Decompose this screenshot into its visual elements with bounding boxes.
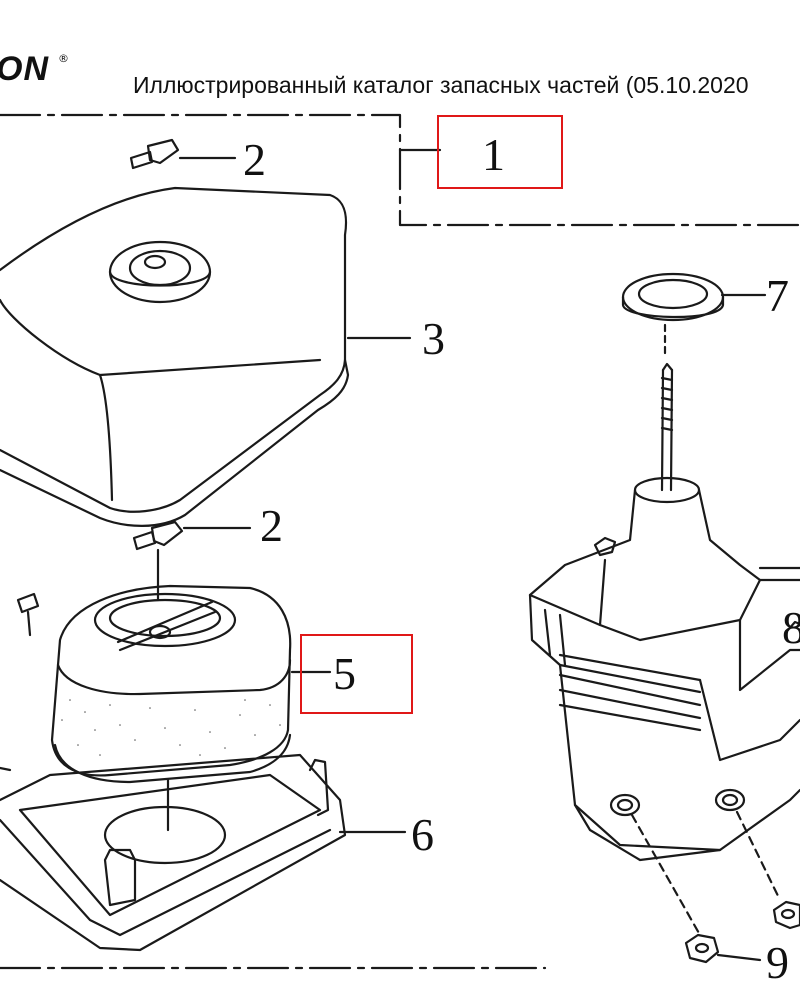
callout-8: 8: [782, 605, 800, 651]
callout-7: 7: [766, 270, 789, 321]
clip-part-2-top: [129, 138, 237, 170]
air-cleaner-cover-part-3: [0, 186, 412, 527]
filter-element-part-5: [50, 584, 332, 784]
assembly-bracket-lines: [0, 113, 800, 970]
air-cleaner-base-part-6: [0, 753, 407, 952]
filter-foam-texture: [61, 699, 281, 756]
callout-9: 9: [766, 937, 789, 988]
callout-2-top: 2: [243, 134, 266, 185]
gasket-part-7: [621, 272, 767, 357]
brand-logo: ON: [0, 50, 49, 88]
elbow-housing-part-8: [528, 476, 800, 862]
callout-1: 1: [482, 129, 505, 180]
callout-6: 6: [411, 809, 434, 860]
callout-5: 5: [333, 648, 356, 699]
clip-part-2-bottom: [132, 520, 252, 602]
stud-bolt: [660, 362, 674, 492]
callout-2-bottom: 2: [260, 500, 283, 551]
screw-part-left: [16, 592, 40, 637]
nut-part-9: [630, 810, 800, 964]
registered-mark: ®: [58, 52, 69, 65]
callout-3: 3: [422, 313, 445, 364]
highlight-box-part-5: [300, 634, 413, 714]
page-title: Иллюстрированный каталог запасных частей…: [133, 72, 749, 98]
highlight-box-part-1: [437, 115, 563, 189]
